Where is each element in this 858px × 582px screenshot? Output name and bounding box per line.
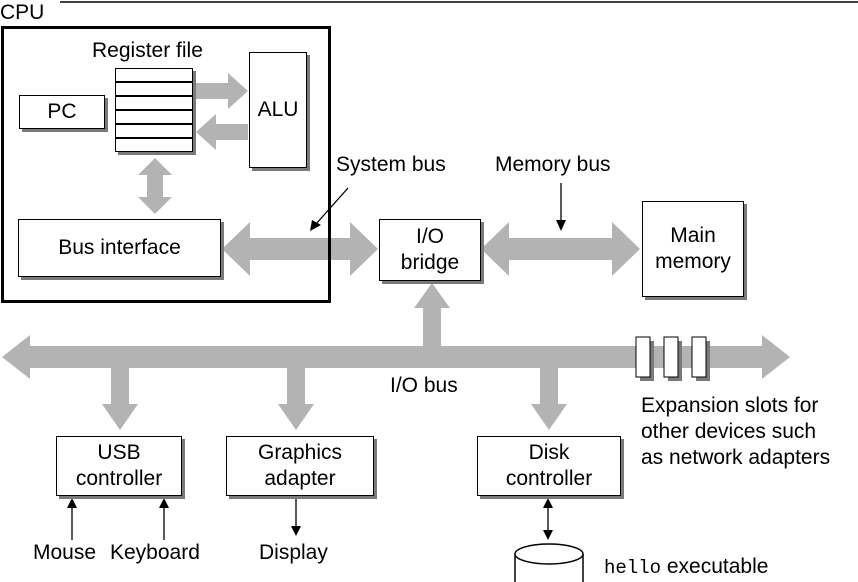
alu-to-regfile-arrow: [196, 114, 248, 150]
system-bus-label: System bus: [336, 153, 446, 176]
regfile-to-alu-arrow: [196, 73, 248, 109]
keyboard-arrow-head: [159, 498, 169, 508]
keyboard-label: Keyboard: [110, 541, 200, 564]
memory-bus-pointer-head: [556, 220, 566, 231]
alu-box: ALU: [249, 52, 307, 168]
disk-icon: [514, 543, 584, 582]
register-file-label: Register file: [92, 39, 203, 62]
bridge-io-bus-arrow: [414, 283, 450, 346]
io-bus-to-disk-arrow: [531, 368, 567, 430]
regfile-bus-interface-arrow: [138, 158, 172, 214]
expansion-slots: [635, 336, 710, 381]
disk-controller-box: Disk controller: [477, 436, 621, 496]
bus-interface-box: Bus interface: [18, 219, 221, 277]
main-memory-box: Main memory: [642, 201, 744, 297]
disk-arrow-head-up: [543, 498, 553, 508]
io-bridge-box: I/O bridge: [379, 219, 481, 281]
disk-file-desc: executable: [666, 555, 769, 578]
cpu-label: CPU: [0, 1, 45, 24]
io-bus-arrow: [2, 335, 790, 379]
memory-bus-label: Memory bus: [495, 153, 611, 176]
cpu-box: [1, 26, 331, 303]
mouse-arrow-head: [67, 498, 77, 508]
disk-file-label: hello executable: [604, 555, 768, 580]
io-bus-to-usb-arrow: [102, 368, 138, 430]
disk-file-name: hello: [604, 557, 662, 579]
expansion-slots-label: Expansion slots for other devices such a…: [641, 394, 831, 469]
display-label: Display: [259, 541, 328, 564]
usb-controller-box: USB controller: [56, 436, 182, 496]
system-bus-arrow: [222, 222, 378, 276]
disk-arrow-head-down: [543, 530, 553, 540]
mouse-label: Mouse: [33, 541, 97, 564]
memory-bus-arrow: [481, 222, 640, 276]
register-file: [115, 68, 196, 156]
display-arrow-head: [291, 526, 301, 536]
graphics-adapter-box: Graphics adapter: [226, 436, 374, 496]
system-bus-pointer-head: [310, 220, 321, 231]
pc-box: PC: [19, 95, 105, 129]
io-bus-label: I/O bus: [390, 374, 458, 397]
io-bus-to-graphics-arrow: [278, 368, 314, 430]
system-bus-pointer: [315, 187, 349, 225]
